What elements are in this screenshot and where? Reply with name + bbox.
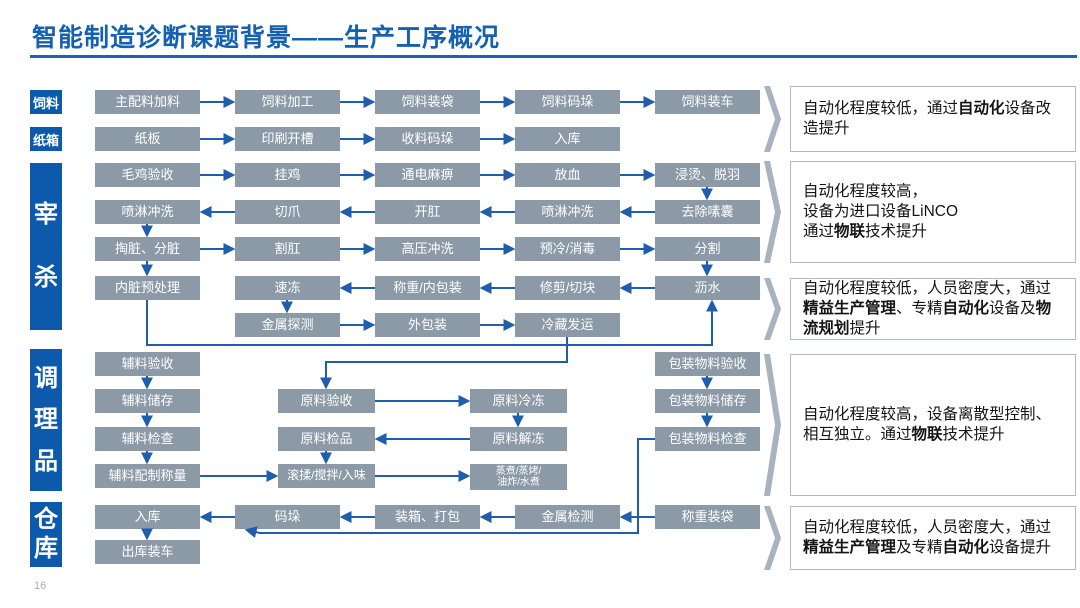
process-node: 高压冲洗 (375, 237, 480, 261)
process-node: 掏脏、分脏 (95, 237, 200, 261)
process-node: 分割 (655, 237, 760, 261)
annotation-box-4: 自动化程度较低，人员密度大，通过精益生产管理及专精自动化设备提升 (790, 506, 1076, 570)
annotation-text: 自动化程度较低，人员密度大，通过精益生产管理及专精自动化设备提升 (803, 518, 1052, 556)
chevron-right-icon (764, 354, 781, 496)
section-label-1: 纸箱 (30, 127, 62, 151)
page-number: 16 (34, 580, 47, 592)
annotation-box-3: 自动化程度较高，设备离散型控制、相互独立。通过物联技术提升 (790, 354, 1076, 496)
process-node: 纸板 (95, 127, 200, 151)
title-divider (30, 55, 1077, 58)
process-node: 饲料加工 (235, 90, 340, 114)
annotation-text: 自动化程度较低，人员密度大，通过精益生产管理、专精自动化设备及物流规划提升 (803, 279, 1052, 338)
process-node: 去除嗉囊 (655, 200, 760, 224)
process-node: 开肛 (375, 200, 480, 224)
process-node: 喷淋冲洗 (515, 200, 620, 224)
annotation-box-0: 自动化程度较低，通过自动化设备改造提升 (790, 86, 1076, 152)
process-node: 割肛 (235, 237, 340, 261)
process-node: 切爪 (235, 200, 340, 224)
process-node: 称重/内包装 (375, 276, 480, 300)
process-node: 入库 (95, 505, 200, 529)
flow-arrow (320, 337, 568, 390)
chevron-right-icon (764, 86, 781, 152)
annotation-text: 自动化程度较高，设备离散型控制、相互独立。通过物联技术提升 (803, 405, 1052, 443)
annotation-box-2: 自动化程度较低，人员密度大，通过精益生产管理、专精自动化设备及物流规划提升 (790, 278, 1076, 340)
process-node: 饲料装袋 (375, 90, 480, 114)
process-node: 沥水 (655, 276, 760, 300)
process-node: 放血 (515, 163, 620, 187)
section-label-4: 仓库 (30, 502, 62, 567)
process-node: 金属探测 (235, 313, 340, 337)
process-node: 辅料配制称量 (95, 464, 200, 488)
annotation-text: 自动化程度较低，通过自动化设备改造提升 (803, 99, 1052, 137)
process-node: 码垛 (235, 505, 340, 529)
annotation-text: 自动化程度较高， 设备为进口设备LiNCO 通过物联技术提升 (803, 182, 959, 241)
section-label-2: 宰杀 (30, 163, 62, 330)
process-node: 冷藏发运 (515, 313, 620, 337)
process-node: 修剪/切块 (515, 276, 620, 300)
section-label-0: 饲料 (30, 90, 62, 114)
process-node: 收料码垛 (375, 127, 480, 151)
process-node: 包装物料检查 (655, 427, 760, 451)
process-node: 蒸煮/蒸烤/ 油炸/水煮 (470, 464, 567, 490)
process-node: 辅料验收 (95, 352, 200, 376)
process-node: 外包装 (375, 313, 480, 337)
process-node: 原料解冻 (470, 427, 567, 451)
annotation-box-1: 自动化程度较高， 设备为进口设备LiNCO 通过物联技术提升 (790, 161, 1076, 263)
process-node: 速冻 (235, 276, 340, 300)
chevron-right-icon (764, 278, 781, 340)
process-node: 饲料装车 (655, 90, 760, 114)
section-label-3: 调理品 (30, 349, 62, 491)
process-node: 入库 (515, 127, 620, 151)
process-node: 装箱、打包 (375, 505, 480, 529)
process-node: 印刷开槽 (235, 127, 340, 151)
process-node: 出库装车 (95, 540, 200, 564)
chevron-right-icon (764, 161, 781, 263)
process-node: 称重装袋 (655, 505, 760, 529)
process-node: 辅料检查 (95, 427, 200, 451)
process-node: 原料检品 (278, 427, 375, 451)
page-title: 智能制造诊断课题背景——生产工序概况 (32, 24, 501, 52)
process-node: 内脏预处理 (95, 276, 200, 300)
process-node: 包装物料验收 (655, 352, 760, 376)
chevron-right-icon (764, 506, 781, 570)
process-node: 原料冷冻 (470, 389, 567, 413)
flow-arrow (244, 438, 655, 539)
process-node: 包装物料储存 (655, 389, 760, 413)
process-node: 金属检测 (515, 505, 620, 529)
process-node: 饲料码垛 (515, 90, 620, 114)
process-node: 主配料加料 (95, 90, 200, 114)
process-node: 挂鸡 (235, 163, 340, 187)
process-node: 原料验收 (278, 389, 375, 413)
process-node: 滚揉/搅拌/入味 (278, 464, 375, 488)
process-node: 浸烫、脱羽 (655, 163, 760, 187)
process-node: 喷淋冲洗 (95, 200, 200, 224)
process-node: 预冷/消毒 (515, 237, 620, 261)
flow-arrow (146, 299, 718, 346)
process-node: 毛鸡验收 (95, 163, 200, 187)
process-node: 通电麻痹 (375, 163, 480, 187)
process-node: 辅料储存 (95, 389, 200, 413)
